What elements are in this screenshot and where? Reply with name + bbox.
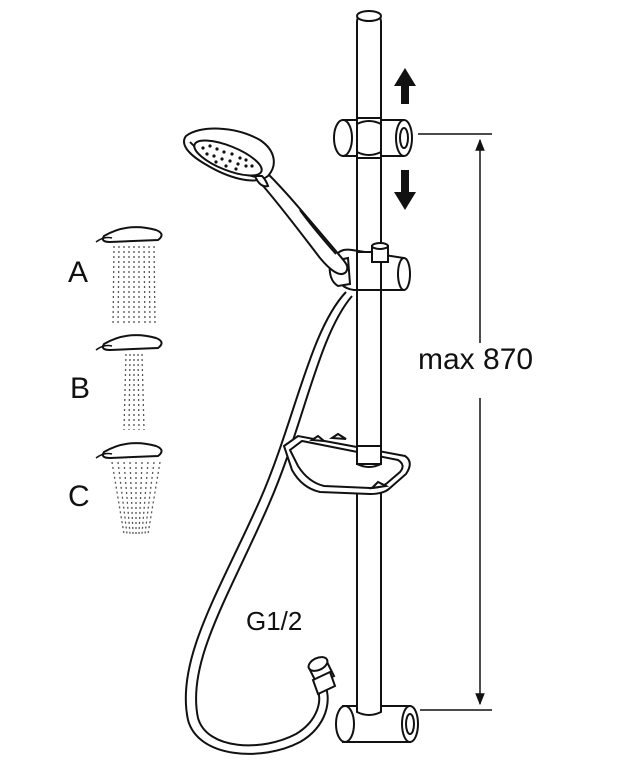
top-wall-bracket [333,117,413,159]
max-height-label: max 870 [416,343,536,377]
spray-mode-a-icon [95,226,163,327]
spray-mode-label-a: A [68,256,89,289]
hose-connector [307,656,337,696]
arrow-up-icon [394,68,416,104]
hand-shower [183,127,349,276]
dimension-line [418,133,492,711]
spray-mode-label-b: B [70,372,91,405]
slide-rail [356,10,382,713]
soap-dish [282,432,411,496]
spray-b-jets [123,353,145,431]
connection-thread-label: G1/2 [246,606,303,636]
spray-mode-c-icon [95,442,163,535]
spray-a-jets [112,245,156,327]
spray-c-jets [111,461,161,535]
arrow-down-icon [394,170,416,210]
bottom-wall-bracket [335,700,419,743]
shower-hose [184,291,353,755]
spray-mode-label-c: C [68,480,90,513]
spray-mode-b-icon [95,334,163,431]
